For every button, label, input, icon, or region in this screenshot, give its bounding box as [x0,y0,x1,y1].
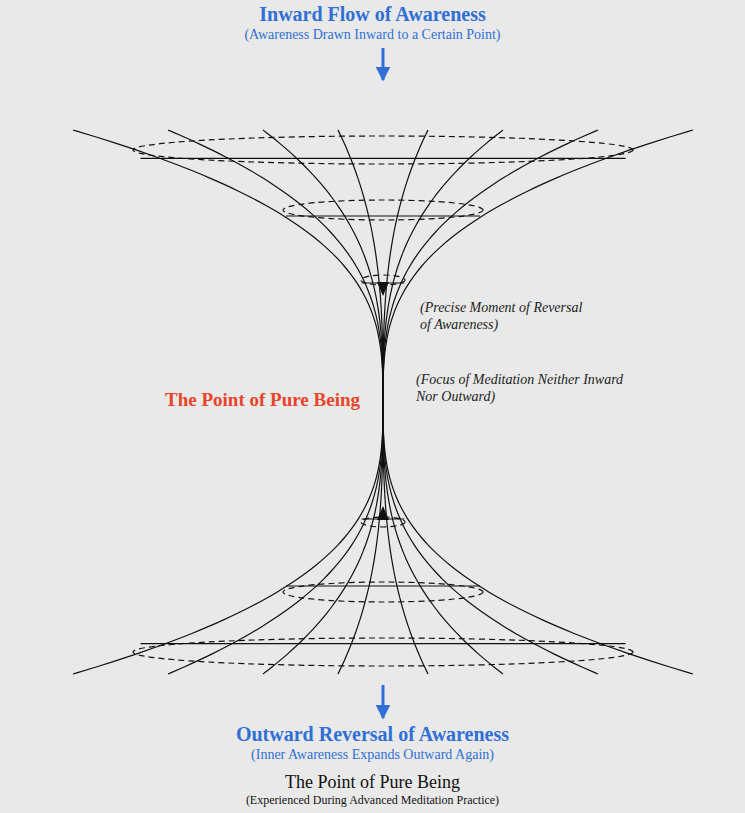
ring-line [141,158,626,159]
funnel-curve [383,402,693,674]
caption-note: (Experienced During Advanced Meditation … [0,793,745,807]
funnel-curve [383,130,503,402]
funnel-curve [338,130,383,402]
flow-title: Inward Flow of Awareness [0,2,745,26]
flow-arrow [382,48,385,80]
neck-triangle [377,282,389,296]
dashed-ring [283,582,483,602]
annotation: (Precise Moment of Reversal of Awareness… [420,300,595,334]
funnel-curve [168,130,383,402]
funnel-curve [383,402,503,674]
neck-triangle [377,506,389,520]
funnel-curve [263,130,383,402]
dashed-ring [283,200,483,220]
funnel-curve [383,130,598,402]
dashed-ring [133,638,633,666]
funnel-curve [383,402,598,674]
funnel-curve [73,402,383,674]
funnel-curve [168,402,383,674]
funnel-curve [383,130,693,402]
ring-line [286,215,480,216]
funnel-curve [338,402,383,674]
flow-arrow [382,685,385,718]
ring-line [141,643,626,644]
point-label: The Point of Pure Being [60,389,360,412]
flow-subtitle: (Awareness Drawn Inward to a Certain Poi… [0,27,745,44]
funnel-curve [263,402,383,674]
annotation: (Focus of Meditation Neither Inward Nor … [416,372,636,406]
flow-title: Outward Reversal of Awareness [0,722,745,746]
dashed-ring [133,136,633,164]
funnel-curve [73,130,383,402]
caption: The Point of Pure Being [0,772,745,794]
ring-line [286,585,480,586]
flow-subtitle: (Inner Awareness Expands Outward Again) [0,747,745,764]
